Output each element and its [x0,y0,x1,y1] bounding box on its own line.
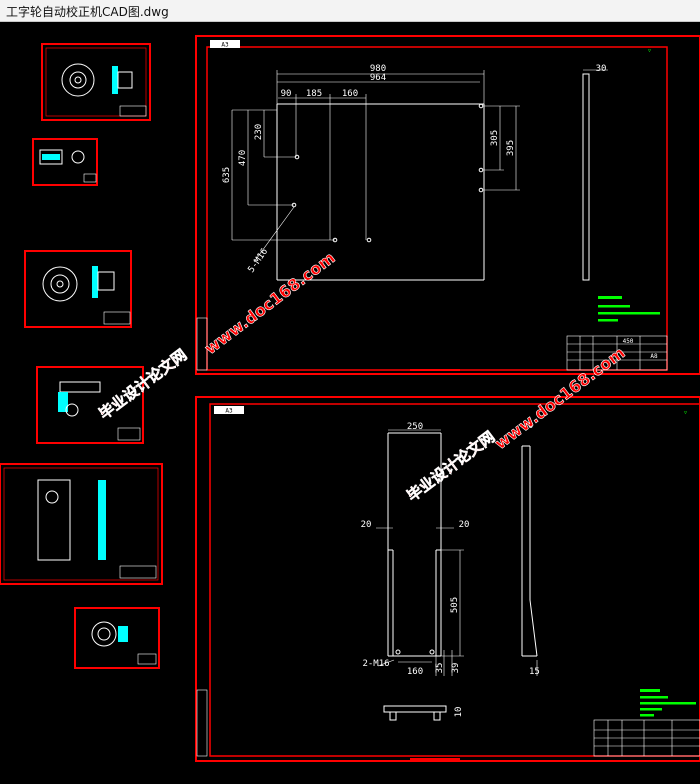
bottom-view [383,705,447,721]
cad-viewport[interactable]: A3 ▽ [0,22,700,780]
dim-20-right: 20 [459,520,470,530]
dim-15: 15 [529,667,540,677]
dim-250: 250 [407,422,423,432]
size-tag [210,40,240,48]
dim-470: 470 [238,150,248,166]
drawing-sheet-1[interactable]: A3 ▽ [195,35,700,375]
dim-160: 160 [342,89,358,99]
window-titlebar: 工字轮自动校正机CAD图.dwg [0,0,700,22]
drawing-sheet-2[interactable]: A3 ▽ 250 20 2 [195,396,700,762]
size-tag-text: A3 [221,42,229,49]
thumbnail-drawing-6[interactable] [74,607,160,669]
dim-39: 39 [451,663,461,674]
side-view-2 [521,445,538,657]
thumbnail-drawing-3[interactable] [24,250,132,328]
thumbnail-drawing-4[interactable] [36,366,144,444]
dim-30: 30 [596,64,607,74]
dim-395: 395 [506,140,516,156]
drawing-canvas[interactable]: A3 ▽ [0,22,700,780]
front-view [387,432,442,657]
dim-635: 635 [222,167,232,183]
thumbnail-drawing-1[interactable] [41,43,151,121]
dim-5-m16: 5-M16 [246,247,270,275]
dim-160-bottom: 160 [407,667,423,677]
title-block-part: A8 [650,353,658,360]
dim-90: 90 [281,89,292,99]
dim-2-m16: 2-M16 [362,659,389,669]
dim-185: 185 [306,89,322,99]
window-title: 工字轮自动校正机CAD图.dwg [6,5,169,19]
dim-505: 505 [450,597,460,613]
dim-980: 980 [370,64,386,74]
thumbnail-drawing-5[interactable] [0,463,163,585]
svg-text:▽: ▽ [684,410,687,416]
roughness-note: ▽ [648,48,651,54]
watermark: www.doc168.com 毕业设计论文网 www.doc168.com 毕业… [95,248,629,506]
watermark-text-2: 毕业设计论文网 [404,428,499,506]
dim-964: 964 [370,73,386,83]
dim-305: 305 [490,130,500,146]
dim-10: 10 [454,707,464,718]
side-view-strip [582,73,590,281]
technical-notes-2 [640,689,696,717]
thumbnail-drawing-2[interactable] [32,138,98,186]
dim-35: 35 [435,663,445,674]
title-block-scale: 450 [623,338,634,345]
dim-230: 230 [254,124,264,140]
dim-20-top: 20 [523,421,534,431]
title-block-2 [593,719,700,757]
technical-notes [598,296,660,322]
watermark-url-1: www.doc168.com [201,248,339,358]
size-tag-2 [214,406,244,414]
title-block [566,335,668,371]
plate-outline [276,103,485,281]
dimension-lines [231,70,520,263]
dim-20-left: 20 [361,520,372,530]
size-tag-2-text: A3 [225,408,233,415]
dimension-lines-2 [376,429,464,676]
watermark-url-2: www.doc168.com [491,343,629,453]
